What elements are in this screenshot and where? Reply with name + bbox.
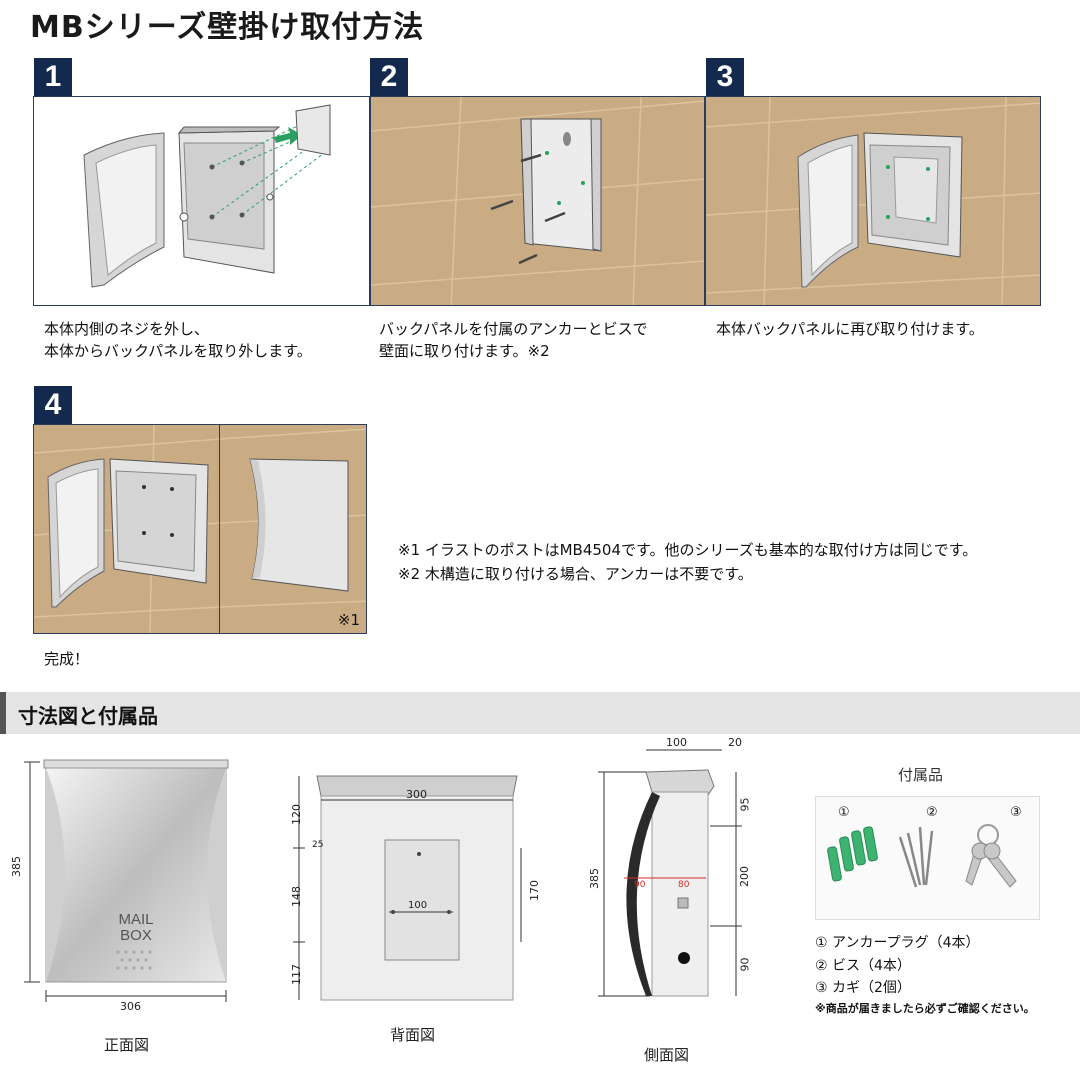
accessory-marker-1: ① bbox=[838, 805, 850, 820]
step-3-badge: 3 bbox=[706, 58, 744, 96]
step-2-badge: 2 bbox=[370, 58, 408, 96]
page-title: MBシリーズ壁掛け取付方法 bbox=[30, 10, 425, 45]
section-accent bbox=[0, 692, 6, 734]
back-hole-dim: 100 bbox=[408, 900, 428, 911]
step-2-caption: バックパネルを付属のアンカーとビスで 壁面に取り付けます。※2 bbox=[379, 318, 648, 362]
step-4-badge: 4 bbox=[34, 386, 72, 424]
accessory-marker-3: ③ bbox=[1010, 805, 1022, 820]
accessory-item-2: ② ビス（4本） bbox=[815, 958, 911, 974]
front-logo-line-1: MAIL bbox=[118, 911, 154, 928]
step-4-illustration-open bbox=[33, 424, 220, 634]
step-1-caption-line-1: 本体内側のネジを外し、 bbox=[44, 320, 210, 338]
front-view-drawing bbox=[24, 759, 229, 1002]
step-3-caption: 本体バックパネルに再び取り付けます。 bbox=[716, 318, 984, 340]
step-3-illustration bbox=[705, 96, 1041, 306]
panel-footnote-mark: ※1 bbox=[337, 611, 360, 629]
accessories-photo: ① ② ③ bbox=[815, 796, 1040, 920]
side-red-right-dim: 80 bbox=[678, 880, 690, 890]
step-4-caption: 完成！ bbox=[44, 650, 90, 668]
accessory-item-1: ① アンカープラグ（4本） bbox=[815, 935, 980, 951]
accessory-marker-2: ② bbox=[926, 805, 938, 820]
step-3-caption-line-1: 本体バックパネルに再び取り付けます。 bbox=[716, 320, 984, 338]
side-top-dim: 95 bbox=[738, 797, 752, 812]
step-1-caption: 本体内側のネジを外し、 本体からバックパネルを取り外します。 bbox=[44, 318, 312, 362]
side-lid-dim: 20 bbox=[728, 736, 742, 749]
back-view-drawing bbox=[293, 775, 522, 1001]
front-logo: MAIL BOX bbox=[112, 912, 160, 944]
note-2: ※2 木構造に取り付ける場合、アンカーは不要です。 bbox=[398, 565, 753, 583]
back-width-dim: 300 bbox=[406, 788, 427, 801]
back-middle-dim: 148 bbox=[290, 886, 303, 907]
side-height-dim: 385 bbox=[588, 868, 601, 889]
side-middle-dim: 200 bbox=[738, 866, 751, 887]
side-view-drawing bbox=[598, 749, 742, 997]
note-1: ※1 イラストのポストはMB4504です。他のシリーズも基本的な取付け方は同じで… bbox=[398, 541, 978, 559]
back-offset-dim: 25 bbox=[312, 840, 324, 850]
back-top-dim: 120 bbox=[290, 804, 303, 825]
side-view-label: 側面図 bbox=[644, 1046, 690, 1064]
side-red-left-dim: 90 bbox=[634, 880, 646, 890]
step-2-caption-line-2: 壁面に取り付けます。※2 bbox=[379, 342, 550, 360]
back-bottom-dim: 117 bbox=[290, 964, 303, 985]
back-right-dim: 170 bbox=[528, 880, 541, 901]
back-view-label: 背面図 bbox=[390, 1026, 436, 1044]
step-1-illustration bbox=[33, 96, 370, 306]
front-width-dim: 306 bbox=[120, 1000, 141, 1013]
side-depth-dim: 100 bbox=[666, 736, 687, 749]
step-2-illustration bbox=[370, 96, 705, 306]
section-header: 寸法図と付属品 bbox=[0, 692, 1080, 734]
accessory-item-3: ③ カギ（2個） bbox=[815, 980, 911, 996]
step-1-badge: 1 bbox=[34, 58, 72, 96]
step-2-caption-line-1: バックパネルを付属のアンカーとビスで bbox=[379, 320, 648, 338]
side-bottom-dim: 90 bbox=[738, 957, 752, 972]
front-height-dim: 385 bbox=[10, 856, 23, 877]
accessories-title: 付属品 bbox=[898, 766, 944, 784]
section-title: 寸法図と付属品 bbox=[18, 704, 158, 728]
accessory-note: ※商品が届きましたら必ずご確認ください。 bbox=[815, 1002, 1035, 1015]
step-4-illustration-closed: ※1 bbox=[219, 424, 367, 634]
front-logo-line-2: BOX bbox=[120, 927, 152, 944]
front-view-label: 正面図 bbox=[104, 1036, 150, 1054]
step-1-caption-line-2: 本体からバックパネルを取り外します。 bbox=[44, 342, 312, 360]
